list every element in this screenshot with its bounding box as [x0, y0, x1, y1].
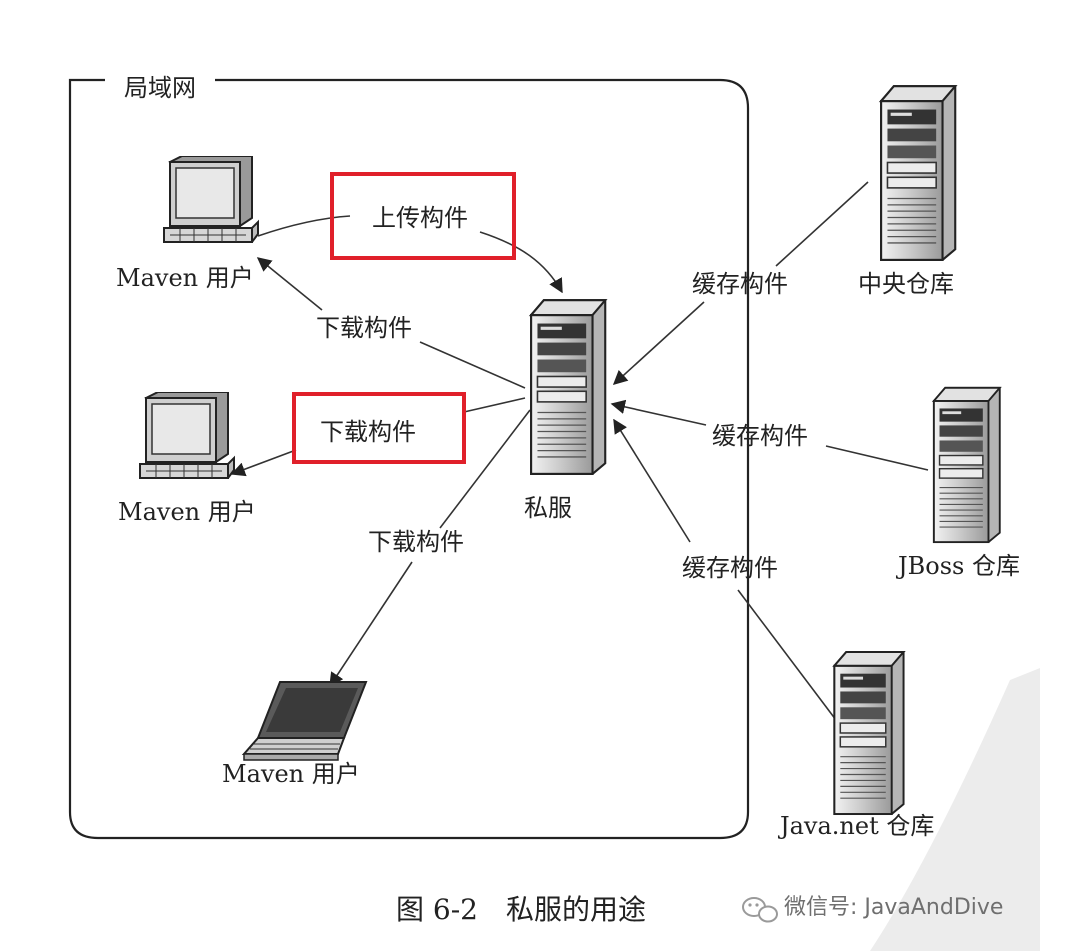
wechat-icon — [742, 897, 778, 923]
edge-download3 — [439, 409, 531, 529]
edge-cache-javanet — [737, 589, 837, 721]
edge-download1 — [419, 341, 526, 389]
node-user1: Maven 用户 — [116, 264, 254, 292]
edge-label-download3: 下载构件 — [368, 528, 464, 556]
laptop-icon — [243, 681, 367, 761]
edge-label-download2: 下载构件 — [320, 418, 416, 446]
edge-download1-arrow — [256, 257, 323, 311]
lan-boundary — [68, 78, 750, 840]
edge-download2-arrow — [230, 449, 297, 477]
edge-label-cache-jboss: 缓存构件 — [712, 422, 808, 450]
edge-cache-javanet-arrow — [613, 418, 691, 543]
highlight-box-download — [292, 392, 466, 464]
edge-cache-central — [775, 181, 869, 267]
edge-cache-jboss — [825, 445, 929, 471]
node-jboss-repo: JBoss 仓库 — [895, 552, 1020, 580]
edge-label-download1: 下载构件 — [316, 314, 412, 342]
edge-label-upload: 上传构件 — [372, 204, 468, 232]
wechat-id: 微信号: JavaAndDive — [784, 895, 1003, 920]
edge-label-cache-javanet: 缓存构件 — [682, 554, 778, 582]
highlight-box-upload — [330, 172, 516, 260]
desktop-computer-icon — [163, 156, 259, 243]
node-central-repo: 中央仓库 — [858, 270, 954, 298]
lan-label: 局域网 — [124, 74, 196, 102]
edge-download3-arrow — [329, 561, 413, 688]
server-tower-icon — [880, 85, 957, 261]
desktop-computer-icon — [139, 392, 235, 479]
node-user3: Maven 用户 — [222, 760, 360, 788]
node-user2: Maven 用户 — [118, 498, 256, 526]
edge-upload — [257, 215, 351, 237]
server-tower-icon — [932, 386, 1001, 544]
edge-label-cache-central: 缓存构件 — [692, 270, 788, 298]
node-javanet-repo: Java.net 仓库 — [777, 812, 934, 840]
edge-cache-jboss-arrow — [610, 399, 707, 426]
edge-cache-central-arrow — [612, 301, 705, 385]
node-private-server: 私服 — [524, 494, 572, 522]
figure-caption: 图 6-2 私服的用途 — [396, 893, 646, 926]
server-tower-icon — [530, 299, 607, 475]
watermark-seal — [870, 668, 1040, 951]
wechat-watermark: 微信号: JavaAndDive — [742, 895, 1003, 923]
server-tower-icon — [833, 650, 905, 816]
edge-download2 — [463, 397, 526, 413]
edge-upload-to-server — [479, 231, 563, 294]
